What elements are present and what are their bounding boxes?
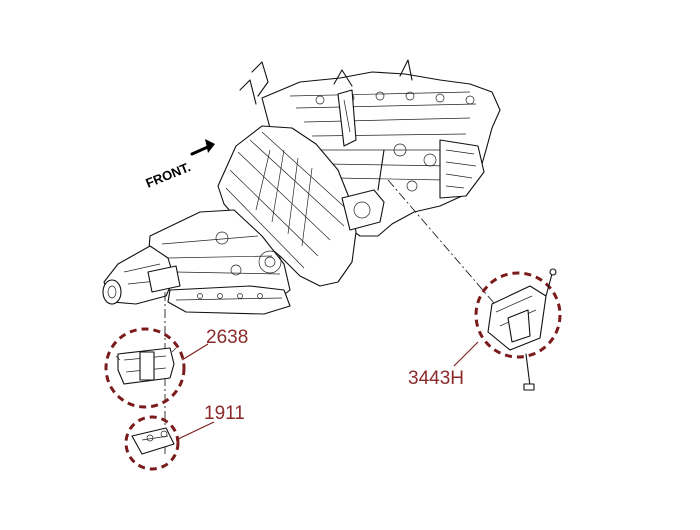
- leader-1911: [175, 421, 215, 441]
- mount-centerline-right: [387, 179, 501, 311]
- leader-3443h: [453, 341, 479, 367]
- part-1911: 1911: [124, 403, 245, 471]
- front-label: FRONT.: [144, 159, 193, 190]
- part-3443h: 3443H: [408, 268, 562, 391]
- mount-spacer-icon: [131, 427, 175, 455]
- front-indicator: FRONT.: [144, 139, 215, 191]
- callout-circle-1911: [124, 415, 180, 471]
- label-2638: 2638: [206, 327, 248, 348]
- callout-circle-2638: [104, 327, 186, 409]
- transmission-mount-icon: [115, 347, 177, 385]
- transmission: [102, 125, 385, 315]
- callout-circle-3443h: [474, 271, 562, 359]
- engine-mount-icon: [487, 268, 557, 391]
- label-3443h: 3443H: [408, 368, 464, 389]
- leader-2638: [181, 343, 209, 361]
- label-1911: 1911: [204, 403, 245, 424]
- arrow-right-icon: [190, 139, 215, 156]
- part-2638: 2638: [104, 327, 248, 409]
